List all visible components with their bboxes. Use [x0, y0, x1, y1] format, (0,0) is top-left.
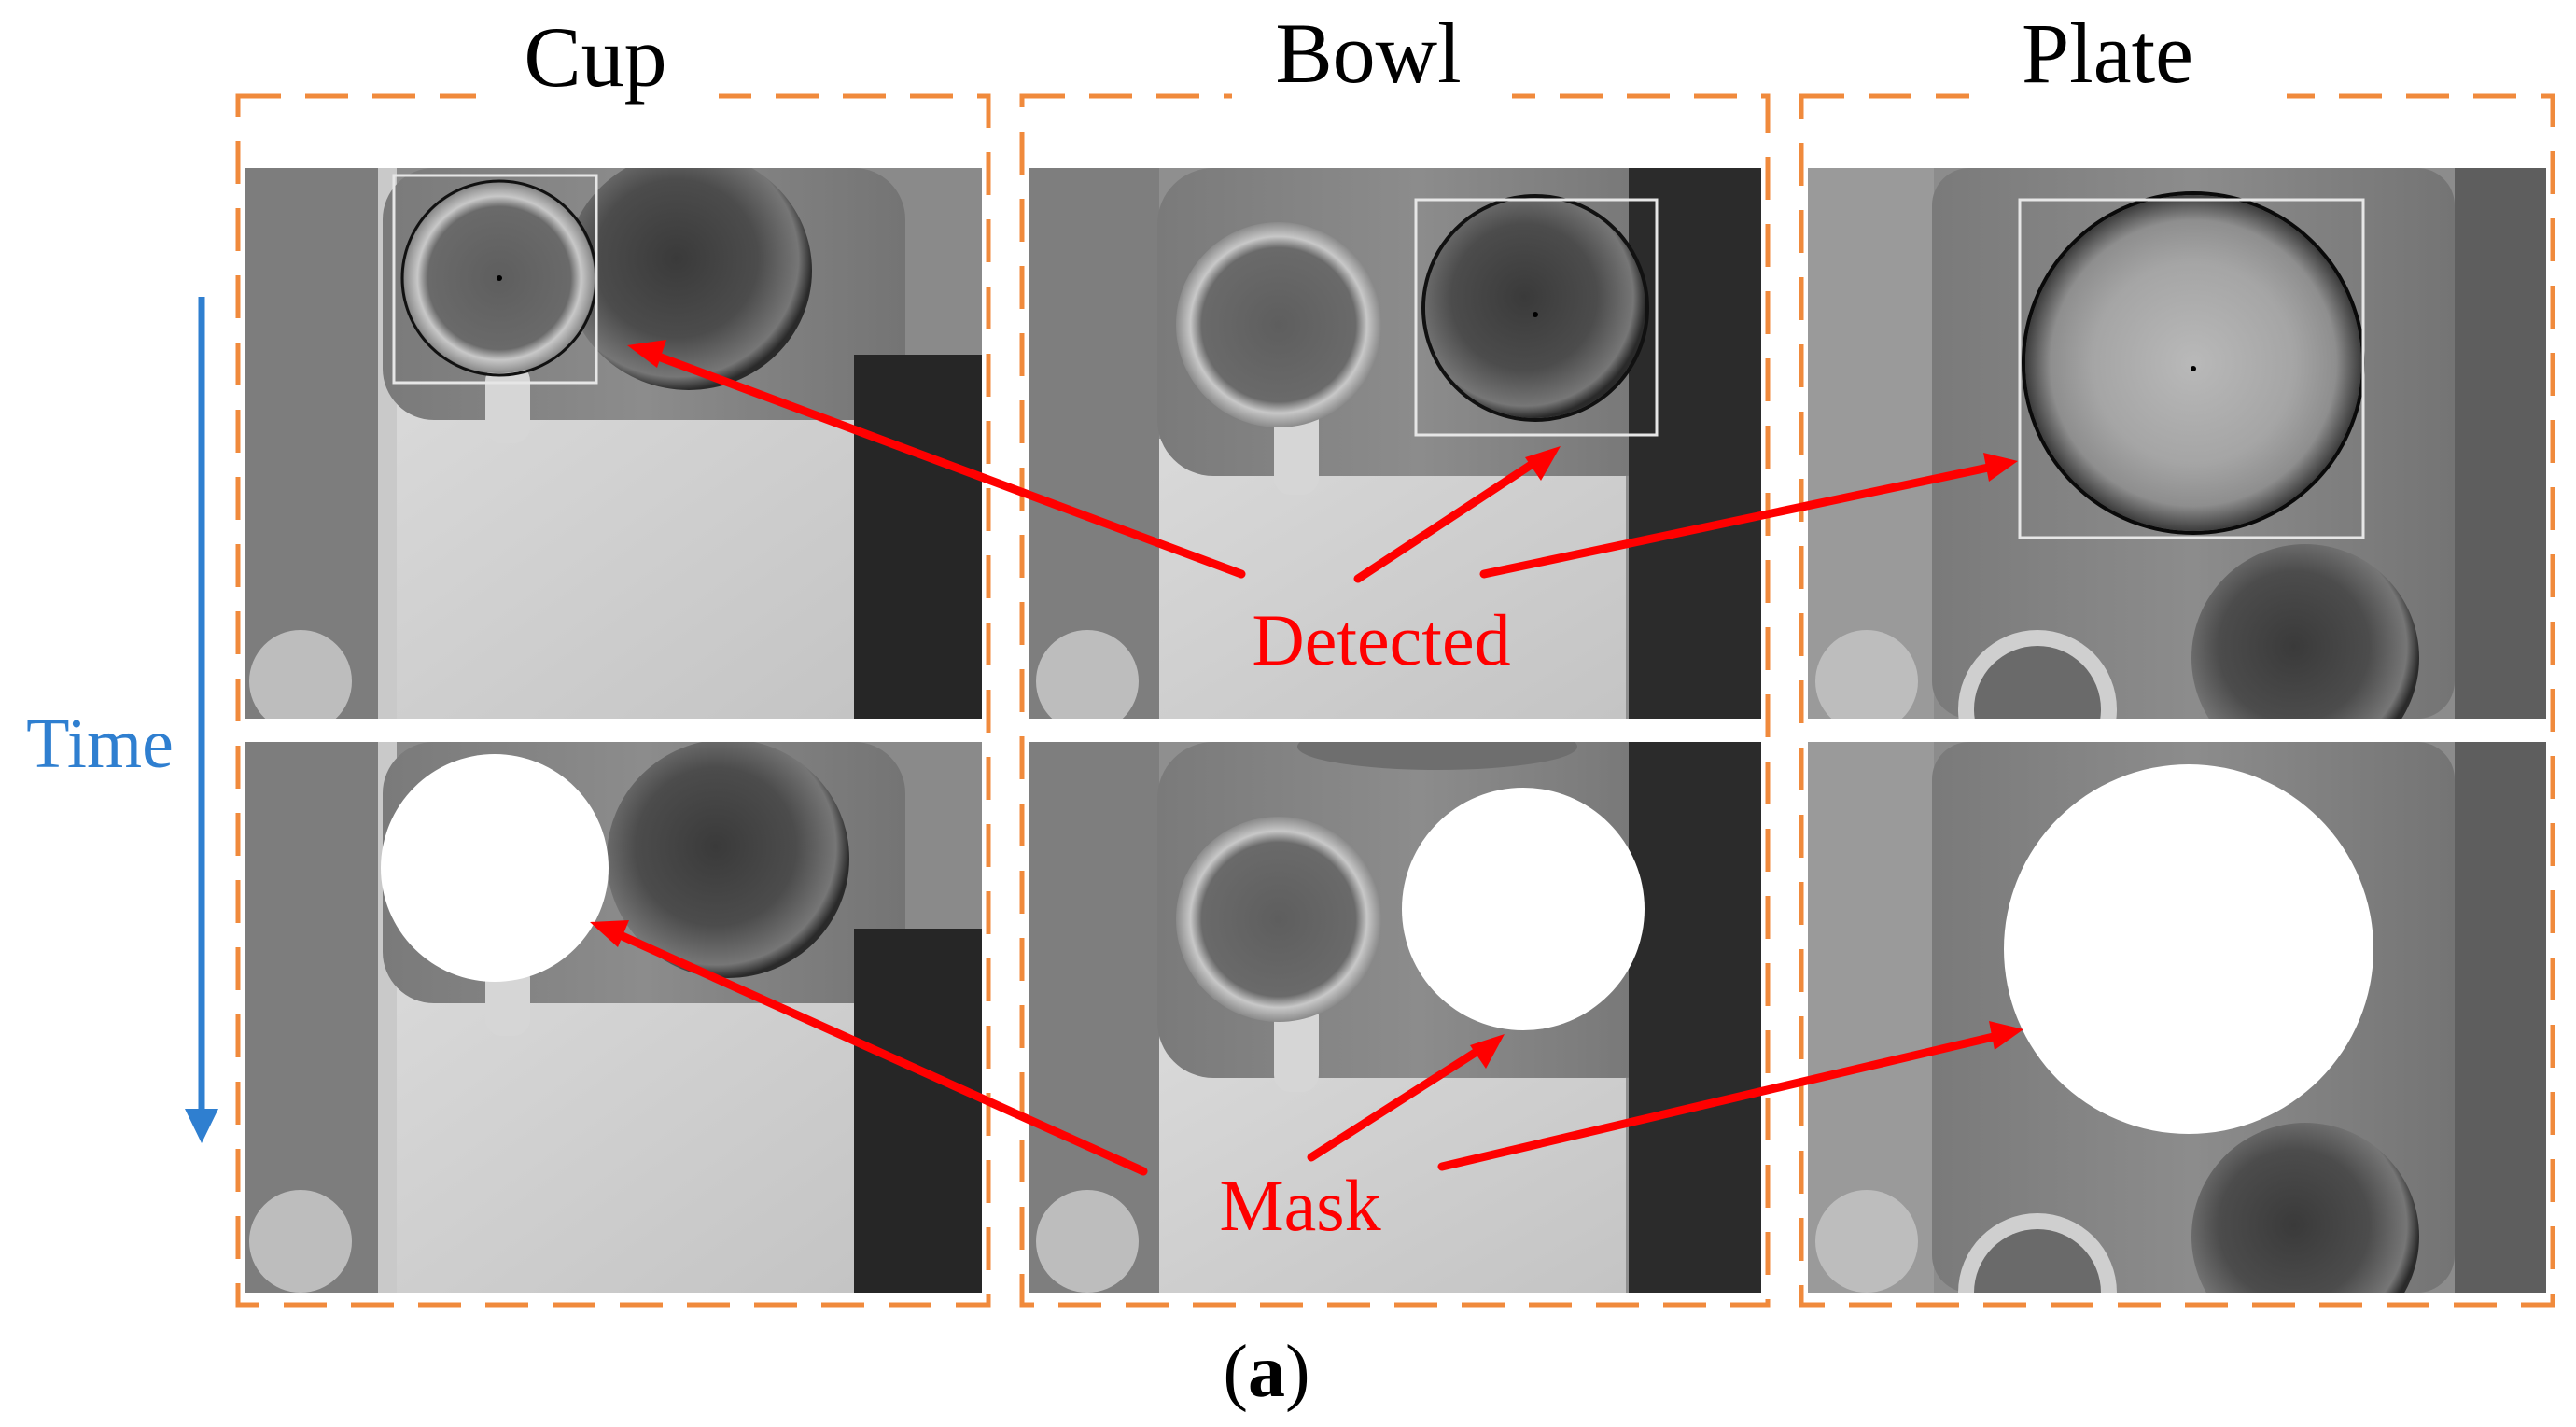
- bowl-object: [1425, 198, 1645, 418]
- cup-frame-bottom: [245, 742, 982, 1293]
- plate-frame-bottom: [1808, 742, 2546, 1293]
- detected-arrows: [649, 350, 1997, 583]
- bowl-detection-box: [1414, 198, 1659, 437]
- caption-letter: a: [1248, 1331, 1285, 1413]
- time-label: Time: [26, 705, 174, 783]
- cup-frame-top: [245, 168, 982, 719]
- caption-open: (: [1223, 1331, 1248, 1413]
- detected-arrow-cup: [649, 350, 1246, 579]
- time-arrow: [185, 297, 218, 1143]
- mask-arrow-bowl: [1307, 1045, 1484, 1162]
- mask-arrows: [611, 929, 2002, 1176]
- bowl-frame-bottom: [1029, 742, 1761, 1293]
- detected-arrow-plate: [1479, 462, 1997, 579]
- bowl-object: [566, 168, 812, 390]
- plate-object: [2025, 195, 2361, 531]
- figure-caption: (a): [1223, 1331, 1309, 1413]
- column-header-plate: Plate: [2022, 6, 2193, 101]
- mask-arrow-cup: [611, 929, 1148, 1176]
- cup-mask: [381, 754, 609, 982]
- plate-mask: [2004, 764, 2373, 1134]
- plate-detection-box: [2018, 198, 2365, 539]
- detected-arrow-bowl: [1353, 457, 1540, 583]
- bowl-frame-top: [1029, 168, 1761, 719]
- caption-close: ): [1285, 1331, 1310, 1413]
- plate-frame-top: [1808, 168, 2546, 719]
- column-header-cup: Cup: [524, 9, 666, 105]
- column-header-bowl: Bowl: [1275, 6, 1461, 101]
- bowl-mask: [1402, 788, 1645, 1030]
- detected-label: Detected: [1252, 599, 1510, 680]
- mask-label: Mask: [1219, 1165, 1380, 1246]
- mask-arrow-plate: [1437, 1031, 2002, 1171]
- cup-detection-box: [392, 174, 598, 385]
